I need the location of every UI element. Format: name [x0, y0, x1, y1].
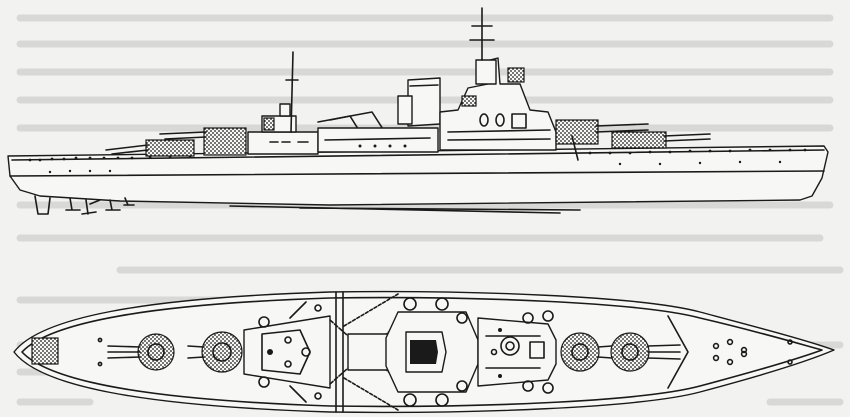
- plan-boat-deck: [329, 293, 401, 411]
- plan-deck-edge: [21, 296, 823, 408]
- side-aft-superstructure: [247, 51, 319, 155]
- plan-turret-aft: [107, 333, 175, 371]
- side-boat-deck-cranes: [317, 111, 439, 153]
- bilge-keel: [229, 205, 561, 214]
- plan-bridge: [477, 317, 557, 387]
- plan-funnel: [385, 297, 479, 407]
- plan-secondary-mounts: [258, 310, 554, 394]
- deck-edge: [11, 149, 825, 161]
- plan-bow-fittings: [97, 337, 793, 367]
- plan-turret-aft-superfiring: [187, 331, 243, 373]
- side-turret-aft-superfiring: [159, 127, 247, 156]
- side-hull: [7, 145, 829, 206]
- stern-propellers: [34, 195, 135, 215]
- side-elevation-view: [7, 7, 829, 215]
- plan-aft-superstructure: [243, 301, 331, 403]
- side-turret-fore-superfiring: [555, 119, 649, 161]
- plan-stern-hatch: [31, 337, 59, 365]
- side-funnel: [397, 77, 441, 127]
- plan-turret-fore-superfiring: [560, 332, 613, 372]
- plan-view: [13, 290, 835, 414]
- side-turret-fore: [611, 131, 711, 149]
- side-turret-aft: [105, 139, 195, 157]
- breakwater: [667, 315, 689, 389]
- waterline: [9, 170, 825, 177]
- plan-turret-fore: [610, 332, 681, 372]
- side-bridge-tower: [439, 7, 557, 151]
